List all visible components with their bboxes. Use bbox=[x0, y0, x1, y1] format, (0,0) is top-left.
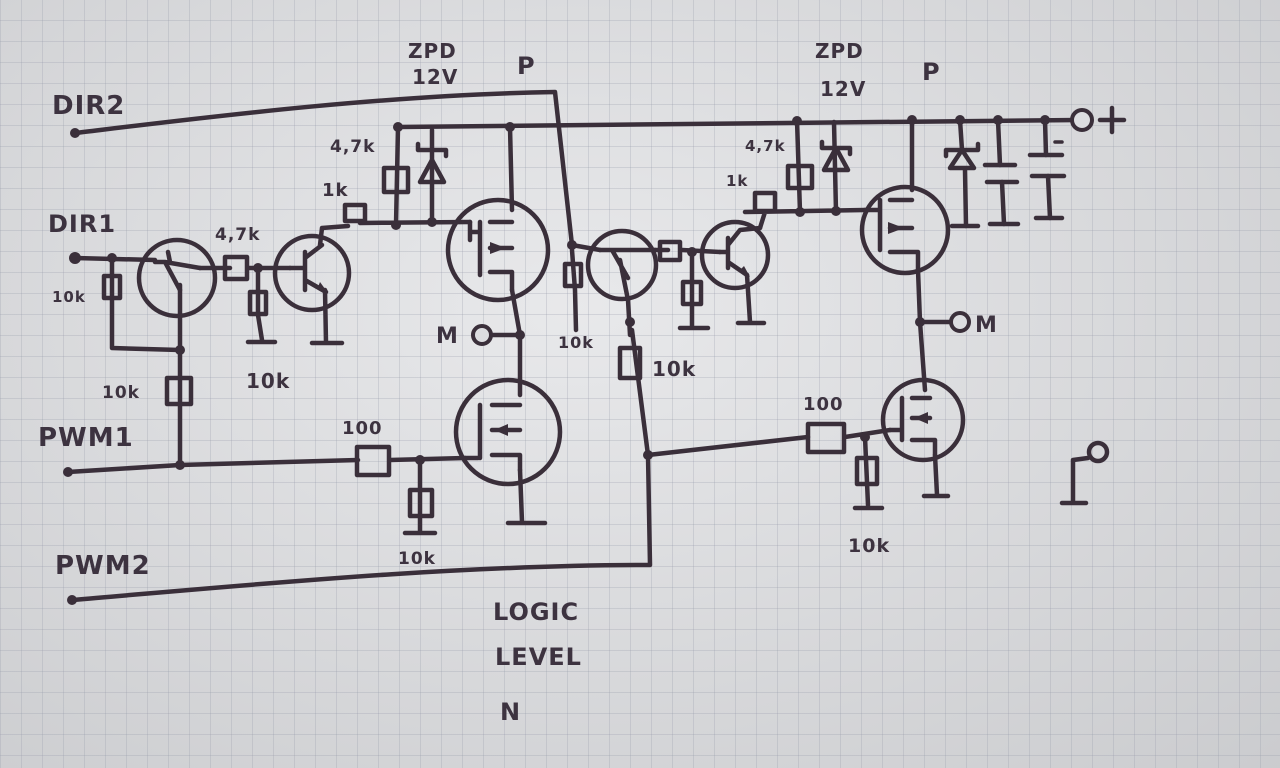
resistor-right-base-pulldown bbox=[680, 279, 704, 307]
wire-pwm2 bbox=[69, 327, 653, 603]
label-left-base-pulldown: 10k bbox=[246, 369, 290, 393]
label-pwm1: PWM1 bbox=[38, 423, 134, 453]
resistor-left-gate bbox=[342, 202, 368, 224]
terminal-supply-plus bbox=[1070, 108, 1094, 132]
wire-left-nfet-source bbox=[505, 467, 548, 526]
label-left-m: M bbox=[436, 324, 459, 349]
left-npn-transistor-2 bbox=[272, 233, 352, 313]
label-right-dir2-pulldown: 10k bbox=[558, 333, 594, 352]
left-n-mosfet bbox=[453, 377, 563, 487]
capacitor-2 bbox=[1027, 140, 1067, 221]
label-right-gate-resistor: 1k bbox=[726, 172, 748, 190]
zener-supply bbox=[943, 141, 981, 229]
label-left-zener: ZPD bbox=[408, 39, 457, 63]
resistor-right-pwm2-series bbox=[617, 345, 643, 381]
zener-left bbox=[415, 141, 449, 185]
label-right-pullup: 4,7k bbox=[745, 137, 786, 155]
resistor-right-pullup bbox=[785, 163, 815, 191]
resistor-r-dir1-pulldown bbox=[101, 273, 123, 301]
label-dir1-pulldown: 10k bbox=[52, 288, 86, 306]
label-right-zener-voltage: 12V bbox=[820, 77, 866, 101]
label-left-pullup: 4,7k bbox=[330, 137, 375, 157]
label-right-n-gate-pulldown: 10k bbox=[848, 535, 890, 557]
label-dir2: DIR2 bbox=[52, 91, 125, 121]
resistor-left-pullup bbox=[381, 165, 411, 195]
resistor-right-n-gate bbox=[805, 421, 847, 455]
resistor-left-n-gate-pulldown bbox=[407, 487, 435, 519]
label-right-m: M bbox=[975, 313, 998, 338]
label-left-n-gate-pulldown: 10k bbox=[398, 549, 436, 569]
wire-dir2 bbox=[72, 89, 575, 248]
capacitor-1 bbox=[982, 162, 1021, 227]
label-dir1: DIR1 bbox=[48, 210, 116, 238]
note-line-2: LEVEL bbox=[495, 643, 582, 671]
left-p-mosfet bbox=[445, 197, 551, 303]
right-p-mosfet bbox=[859, 184, 951, 276]
resistor-right-base bbox=[657, 239, 683, 263]
note-line-1: LOGIC bbox=[493, 598, 579, 626]
terminal-pwm1 bbox=[63, 467, 73, 477]
wire-left-pfet-rail bbox=[507, 124, 515, 213]
label-right-pwm2-series: 10k bbox=[652, 357, 696, 381]
terminal-left-m bbox=[471, 324, 493, 346]
label-left-gate-resistor: 1k bbox=[322, 180, 349, 201]
resistor-r-pwm1-series bbox=[164, 375, 194, 407]
note-line-3: N bbox=[500, 698, 521, 726]
label-right-p: P bbox=[922, 58, 941, 86]
wire-pwm1 bbox=[65, 455, 468, 536]
label-left-zener-voltage: 12V bbox=[412, 65, 458, 89]
wire-dir1 bbox=[72, 255, 183, 353]
right-npn-transistor-1 bbox=[585, 228, 659, 303]
label-right-zener: ZPD bbox=[815, 39, 864, 63]
left-npn-transistor-1 bbox=[136, 237, 218, 319]
terminal-dir1 bbox=[69, 252, 81, 264]
wire-left-collector bbox=[317, 223, 351, 248]
junction-dots bbox=[107, 115, 1050, 470]
label-left-n-gate: 100 bbox=[342, 418, 383, 439]
resistor-r-base-series bbox=[222, 254, 250, 282]
resistor-right-n-gate-pulldown bbox=[854, 455, 880, 487]
wire-supply-caps bbox=[957, 117, 1053, 229]
label-pwm1-series: 10k bbox=[102, 383, 140, 403]
plus-sign-icon bbox=[1097, 105, 1127, 135]
label-right-n-gate: 100 bbox=[803, 394, 844, 415]
wire-supply-rail bbox=[395, 117, 1081, 130]
ground-symbol bbox=[1059, 440, 1110, 506]
resistor-left-n-gate bbox=[354, 444, 392, 478]
right-npn-transistor-2 bbox=[699, 219, 771, 291]
label-pwm2: PWM2 bbox=[55, 551, 151, 581]
terminal-right-m bbox=[949, 311, 971, 333]
terminal-pwm2 bbox=[67, 595, 77, 605]
wire-right-nfet-gate bbox=[645, 427, 893, 511]
resistor-r-base-pulldown bbox=[247, 289, 269, 317]
label-left-base-series: 4,7k bbox=[215, 225, 260, 245]
label-left-p: P bbox=[517, 52, 536, 80]
resistor-right-gate bbox=[752, 190, 778, 214]
resistor-right-dir2-pulldown bbox=[562, 261, 584, 289]
wire-left-pullup bbox=[357, 124, 473, 228]
terminal-dir2 bbox=[70, 128, 80, 138]
right-n-mosfet bbox=[880, 377, 966, 463]
zener-right bbox=[819, 139, 853, 173]
